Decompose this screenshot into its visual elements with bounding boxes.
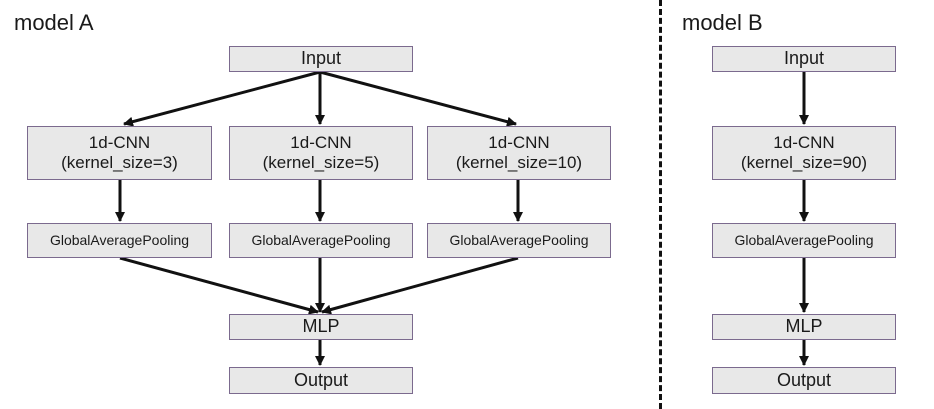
model-a-cnn-box-1: 1d-CNN (kernel_size=3) [27,126,212,180]
arrow-input-to-cnn-3 [319,70,517,127]
model-a-mlp-label: MLP [302,316,340,337]
model-a-mlp-box: MLP [229,314,413,340]
model-b-input-label: Input [783,48,825,69]
model-a-title: model A [14,10,94,35]
cnn-label: 1d-CNN [773,132,835,152]
panel-divider [659,0,662,409]
arrow-input-to-cnn-1 [123,70,321,127]
pool-label: GlobalAveragePooling [734,232,874,249]
kernel-size-label: (kernel_size=3) [61,153,178,172]
cnn-label: 1d-CNN [88,132,151,152]
model-b-output-label: Output [776,369,832,390]
model-b-output-box: Output [712,367,896,394]
model-a-cnn-box-2: 1d-CNN (kernel_size=5) [229,126,413,180]
model-a-pool-box-3: GlobalAveragePooling [427,223,611,258]
model-b-input-box: Input [712,46,896,72]
cnn-label: 1d-CNN [488,132,550,152]
kernel-size-label: (kernel_size=90) [740,153,868,172]
model-b-mlp-box: MLP [712,314,896,340]
cnn-label: 1d-CNN [290,132,352,152]
pool-label: GlobalAveragePooling [251,232,391,249]
kernel-size-label: (kernel_size=5) [262,153,380,172]
model-b-title: model B [682,10,763,35]
model-a-output-label: Output [293,369,349,390]
kernel-size-label: (kernel_size=10) [455,153,583,172]
arrow-pool-3-to-mlp [321,256,519,315]
model-b-mlp-label: MLP [785,316,823,337]
model-b-cnn-box: 1d-CNN (kernel_size=90) [712,126,896,180]
model-a-input-box: Input [229,46,413,72]
model-a-pool-box-1: GlobalAveragePooling [27,223,212,258]
pool-label: GlobalAveragePooling [449,232,589,249]
model-a-input-label: Input [300,48,342,69]
model-b-pool-box: GlobalAveragePooling [712,223,896,258]
model-a-pool-box-2: GlobalAveragePooling [229,223,413,258]
arrow-pool-1-to-mlp [119,256,319,315]
model-a-cnn-box-3: 1d-CNN (kernel_size=10) [427,126,611,180]
model-a-output-box: Output [229,367,413,394]
pool-label: GlobalAveragePooling [49,232,190,249]
